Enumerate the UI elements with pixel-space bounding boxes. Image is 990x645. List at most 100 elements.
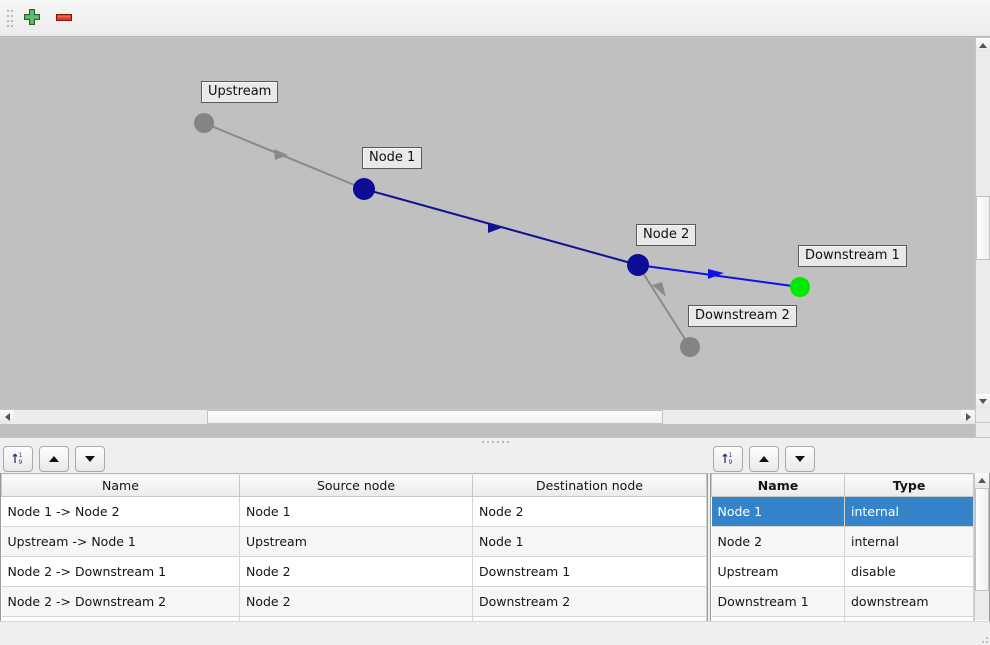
cell-source[interactable]: Node 2 bbox=[239, 556, 473, 587]
move-up-icon bbox=[47, 452, 61, 467]
graph-edges bbox=[203, 122, 801, 348]
remove-icon bbox=[54, 8, 74, 29]
sort-icon: 1 9 bbox=[720, 450, 736, 469]
graph-node-upstream bbox=[194, 113, 214, 133]
table-row[interactable]: Upstream disable bbox=[711, 556, 974, 587]
cell-source[interactable]: Node 2 bbox=[239, 586, 473, 617]
svg-text:1: 1 bbox=[19, 452, 23, 459]
add-button[interactable] bbox=[16, 3, 48, 33]
svg-text:9: 9 bbox=[19, 459, 23, 466]
svg-text:9: 9 bbox=[729, 459, 733, 466]
graph-node-downstream2 bbox=[680, 337, 700, 357]
toolbar-drag-grip[interactable] bbox=[3, 6, 12, 30]
edge-node2-downstream1 bbox=[637, 264, 801, 288]
nodes-col-type[interactable]: Type bbox=[844, 473, 974, 497]
cell-type[interactable]: internal bbox=[844, 526, 974, 557]
scroll-up-button[interactable] bbox=[976, 38, 990, 52]
edges-col-name[interactable]: Name bbox=[1, 473, 240, 497]
cell-destination[interactable]: Node 2 bbox=[472, 496, 707, 527]
table-row[interactable]: Node 1 internal bbox=[711, 496, 974, 527]
table-row[interactable]: Node 1 -> Node 2 Node 1 Node 2 bbox=[1, 496, 707, 527]
node-label-downstream1[interactable]: Downstream 1 bbox=[798, 245, 907, 267]
cell-name[interactable]: Node 2 -> Downstream 2 bbox=[1, 586, 240, 617]
graph-canvas[interactable]: Upstream Node 1 Node 2 Downstream 1 Down… bbox=[0, 39, 975, 424]
graph-node-node2 bbox=[627, 254, 649, 276]
edges-table-header-row: Name Source node Destination node bbox=[1, 473, 707, 497]
svg-text:1: 1 bbox=[729, 452, 733, 459]
graph-svg bbox=[194, 113, 810, 357]
cell-name[interactable]: Node 1 bbox=[711, 496, 845, 527]
cell-type[interactable]: downstream bbox=[844, 586, 974, 617]
cell-destination[interactable]: Downstream 1 bbox=[472, 556, 707, 587]
splitter-grip bbox=[481, 441, 509, 443]
edges-pane: 1 9 Name bbox=[0, 445, 708, 635]
edges-pane-toolbar: 1 9 bbox=[0, 445, 708, 473]
nodes-table-vertical-scrollbar[interactable] bbox=[974, 473, 989, 634]
edges-move-up-button[interactable] bbox=[39, 446, 69, 472]
nodes-scroll-up-button[interactable] bbox=[975, 473, 989, 487]
nodes-table-header-row: Name Type bbox=[711, 473, 974, 497]
table-row[interactable]: Upstream -> Node 1 Upstream Node 1 bbox=[1, 526, 707, 557]
cell-source[interactable]: Upstream bbox=[239, 526, 473, 557]
scroll-down-button[interactable] bbox=[976, 394, 990, 408]
cell-type[interactable]: disable bbox=[844, 556, 974, 587]
nodes-pane: 1 9 bbox=[710, 445, 990, 635]
move-down-icon bbox=[83, 452, 97, 467]
table-row[interactable]: Node 2 -> Downstream 2 Node 2 Downstream… bbox=[1, 586, 707, 617]
main-toolbar bbox=[0, 0, 990, 37]
edges-col-destination[interactable]: Destination node bbox=[472, 473, 707, 497]
cell-type[interactable]: internal bbox=[844, 496, 974, 527]
graph-nodes bbox=[194, 113, 810, 357]
scroll-right-button[interactable] bbox=[961, 410, 975, 424]
node-label-node1[interactable]: Node 1 bbox=[362, 147, 423, 169]
move-down-icon bbox=[793, 452, 807, 467]
nodes-table-frame: Name Type Node 1 internal Node 2 interna… bbox=[710, 473, 990, 635]
chevron-up-icon bbox=[978, 477, 986, 483]
canvas-vscroll-thumb[interactable] bbox=[976, 196, 990, 260]
nodes-move-down-button[interactable] bbox=[785, 446, 815, 472]
cell-source[interactable]: Node 1 bbox=[239, 496, 473, 527]
table-row[interactable]: Node 2 internal bbox=[711, 526, 974, 557]
nodes-table: Name Type Node 1 internal Node 2 interna… bbox=[711, 473, 974, 634]
canvas-hscroll-thumb[interactable] bbox=[207, 410, 663, 424]
edges-sort-button[interactable]: 1 9 bbox=[3, 446, 33, 472]
cell-name[interactable]: Downstream 1 bbox=[711, 586, 845, 617]
table-row[interactable]: Node 2 -> Downstream 1 Node 2 Downstream… bbox=[1, 556, 707, 587]
table-row[interactable]: Downstream 1 downstream bbox=[711, 586, 974, 617]
chevron-right-icon bbox=[965, 413, 971, 421]
canvas-horizontal-scrollbar[interactable] bbox=[0, 409, 975, 424]
node-label-node2[interactable]: Node 2 bbox=[636, 224, 697, 246]
edges-col-source[interactable]: Source node bbox=[239, 473, 473, 497]
nodes-vscroll-thumb[interactable] bbox=[975, 488, 989, 591]
nodes-sort-button[interactable]: 1 9 bbox=[713, 446, 743, 472]
nodes-move-up-button[interactable] bbox=[749, 446, 779, 472]
edge-arrow-upstream-node1 bbox=[274, 149, 288, 160]
edge-arrow-node2-downstream1 bbox=[708, 269, 724, 279]
nodes-pane-toolbar: 1 9 bbox=[710, 445, 990, 473]
node-label-upstream[interactable]: Upstream bbox=[201, 81, 279, 103]
cell-name[interactable]: Upstream -> Node 1 bbox=[1, 526, 240, 557]
nodes-col-name[interactable]: Name bbox=[711, 473, 845, 497]
cell-name[interactable]: Node 1 -> Node 2 bbox=[1, 496, 240, 527]
graph-node-node1 bbox=[353, 178, 375, 200]
cell-name[interactable]: Node 2 -> Downstream 1 bbox=[1, 556, 240, 587]
canvas-vertical-scrollbar[interactable] bbox=[975, 38, 990, 423]
graph-node-downstream1 bbox=[790, 277, 810, 297]
cell-name[interactable]: Node 2 bbox=[711, 526, 845, 557]
status-bar bbox=[0, 621, 990, 645]
edge-arrow-node2-downstream2 bbox=[652, 282, 666, 297]
remove-button[interactable] bbox=[48, 3, 80, 33]
cell-destination[interactable]: Downstream 2 bbox=[472, 586, 707, 617]
edges-move-down-button[interactable] bbox=[75, 446, 105, 472]
edges-table-frame: Name Source node Destination node Node 1… bbox=[0, 473, 708, 635]
cell-name[interactable]: Upstream bbox=[711, 556, 845, 587]
horizontal-splitter[interactable] bbox=[0, 437, 990, 446]
node-label-downstream2[interactable]: Downstream 2 bbox=[688, 305, 797, 327]
scrollbar-corner bbox=[975, 422, 990, 437]
scroll-left-button[interactable] bbox=[0, 410, 14, 424]
window-resize-grip[interactable] bbox=[978, 633, 988, 643]
edge-node2-downstream2 bbox=[637, 264, 691, 348]
cell-destination[interactable]: Node 1 bbox=[472, 526, 707, 557]
edge-arrow-node1-node2 bbox=[488, 223, 504, 233]
